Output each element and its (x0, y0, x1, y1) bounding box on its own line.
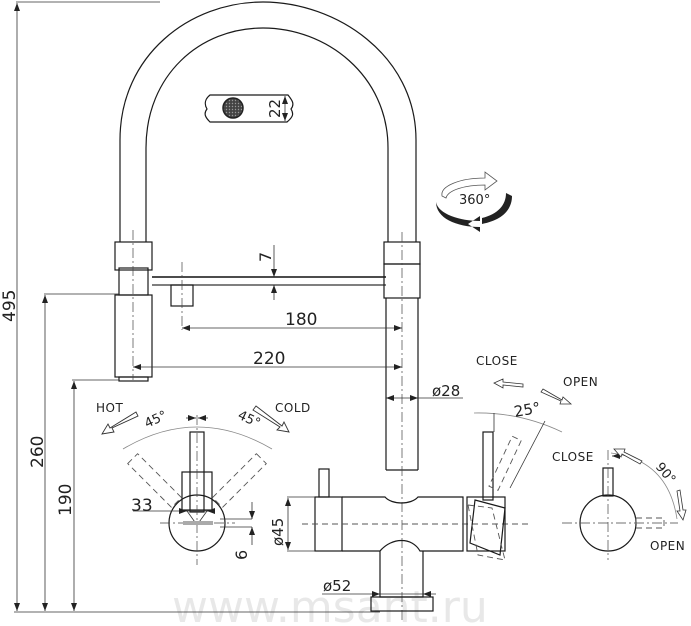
aerator-height-label: 190 (56, 484, 76, 516)
lever-angle-label: 25° (513, 399, 542, 421)
aerator-detail: 22 (204, 94, 294, 123)
rotation-label: 360° (459, 193, 490, 208)
spray-bar (152, 262, 386, 330)
reach-inner-label: 180 (285, 310, 317, 330)
filter-open-label: OPEN (650, 539, 685, 553)
reach-label: 220 (253, 349, 285, 369)
faucet-body (302, 431, 530, 612)
lever-open-label: OPEN (563, 375, 598, 389)
filter-angle-label: 90° (652, 460, 678, 487)
filter-close-arrow-icon (613, 448, 643, 465)
column-diameter-label: ø28 (432, 382, 460, 400)
rotation-360-icon: 360° (436, 171, 512, 232)
cold-label: COLD (275, 401, 311, 415)
body-diameter-label: ø45 (269, 518, 287, 546)
height-dimensions: 495 260 190 (0, 3, 380, 613)
mixer-handle-view (122, 415, 273, 565)
hot-angle-label: 45° (142, 408, 169, 431)
lever-close-arrow-icon (493, 378, 524, 389)
handle-axis-offset-label: 6 (232, 550, 251, 560)
brand-logo (183, 521, 213, 525)
aerator-size-label: 22 (266, 99, 284, 118)
spray-bar-thickness-label: 7 (256, 252, 275, 262)
lever-close-label: CLOSE (476, 354, 518, 368)
filter-close-label: CLOSE (552, 450, 594, 464)
hot-label: HOT (96, 401, 123, 415)
filter-tap-view (562, 450, 678, 560)
spout-arch (119, 1, 417, 242)
total-height-label: 495 (0, 290, 20, 322)
spout-tip-height-label: 260 (28, 436, 48, 468)
spray-head (114, 230, 153, 382)
watermark: www.msant.ru (172, 582, 488, 626)
handle-offset-label: 33 (131, 496, 153, 516)
filter-open-arrow-icon (676, 489, 687, 521)
cold-direction-arrow-icon (252, 405, 290, 433)
column (383, 232, 421, 620)
base-diameter-label: ø52 (323, 577, 351, 595)
hot-direction-arrow-icon (101, 411, 139, 435)
aerator-mesh-icon (222, 97, 244, 119)
lever-open-arrow-icon (540, 388, 573, 405)
